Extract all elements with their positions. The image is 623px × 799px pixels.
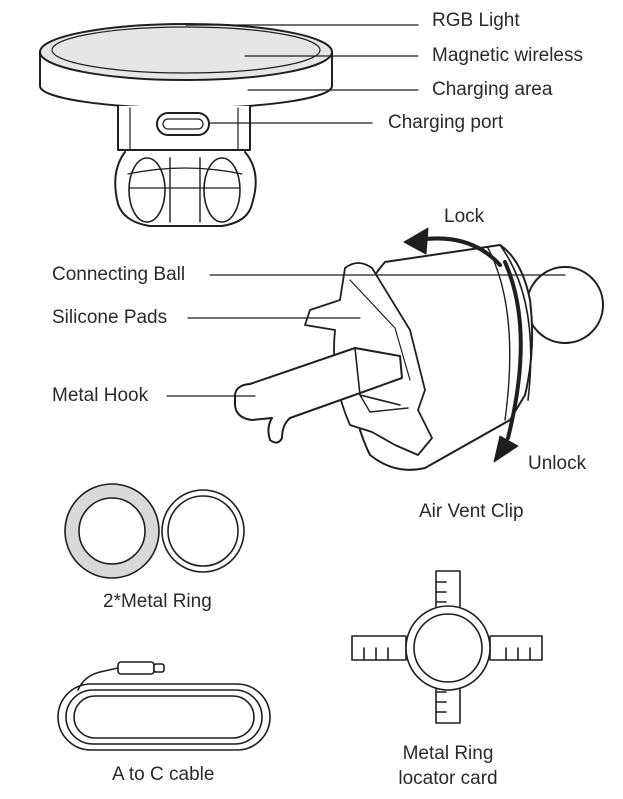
vent-clip-leader-lines bbox=[166, 274, 566, 397]
locator-card-caption-line2: locator card bbox=[398, 768, 498, 789]
unlock-arrow-icon bbox=[503, 260, 523, 440]
air-vent-clip-caption: Air Vent Clip bbox=[419, 501, 524, 522]
charger-leader-lines bbox=[185, 24, 419, 124]
locator-card-caption: Metal Ring locator card bbox=[383, 741, 513, 791]
locator-card-caption-line1: Metal Ring bbox=[402, 743, 494, 764]
unlock-label: Unlock bbox=[528, 453, 587, 474]
magnetic-charger-illustration bbox=[39, 23, 333, 227]
locator-card-illustration bbox=[351, 570, 543, 724]
charging-port-label: Charging port bbox=[388, 112, 504, 133]
rgb-light-label: RGB Light bbox=[432, 10, 520, 31]
charging-area-label: Charging area bbox=[432, 79, 553, 100]
cable-caption: A to C cable bbox=[112, 764, 215, 785]
silicone-pads-label: Silicone Pads bbox=[52, 307, 168, 328]
metal-ring-caption: 2*Metal Ring bbox=[103, 591, 212, 612]
air-vent-clip-illustration bbox=[234, 227, 604, 471]
lock-label: Lock bbox=[444, 206, 485, 227]
cable-illustration bbox=[57, 661, 271, 751]
metal-hook-label: Metal Hook bbox=[52, 385, 149, 406]
charging-port-icon bbox=[156, 112, 210, 136]
connecting-ball-label: Connecting Ball bbox=[52, 264, 186, 285]
magnetic-wireless-label: Magnetic wireless bbox=[432, 45, 583, 66]
lock-arrow-icon bbox=[416, 236, 502, 267]
metal-rings-illustration bbox=[64, 483, 245, 579]
